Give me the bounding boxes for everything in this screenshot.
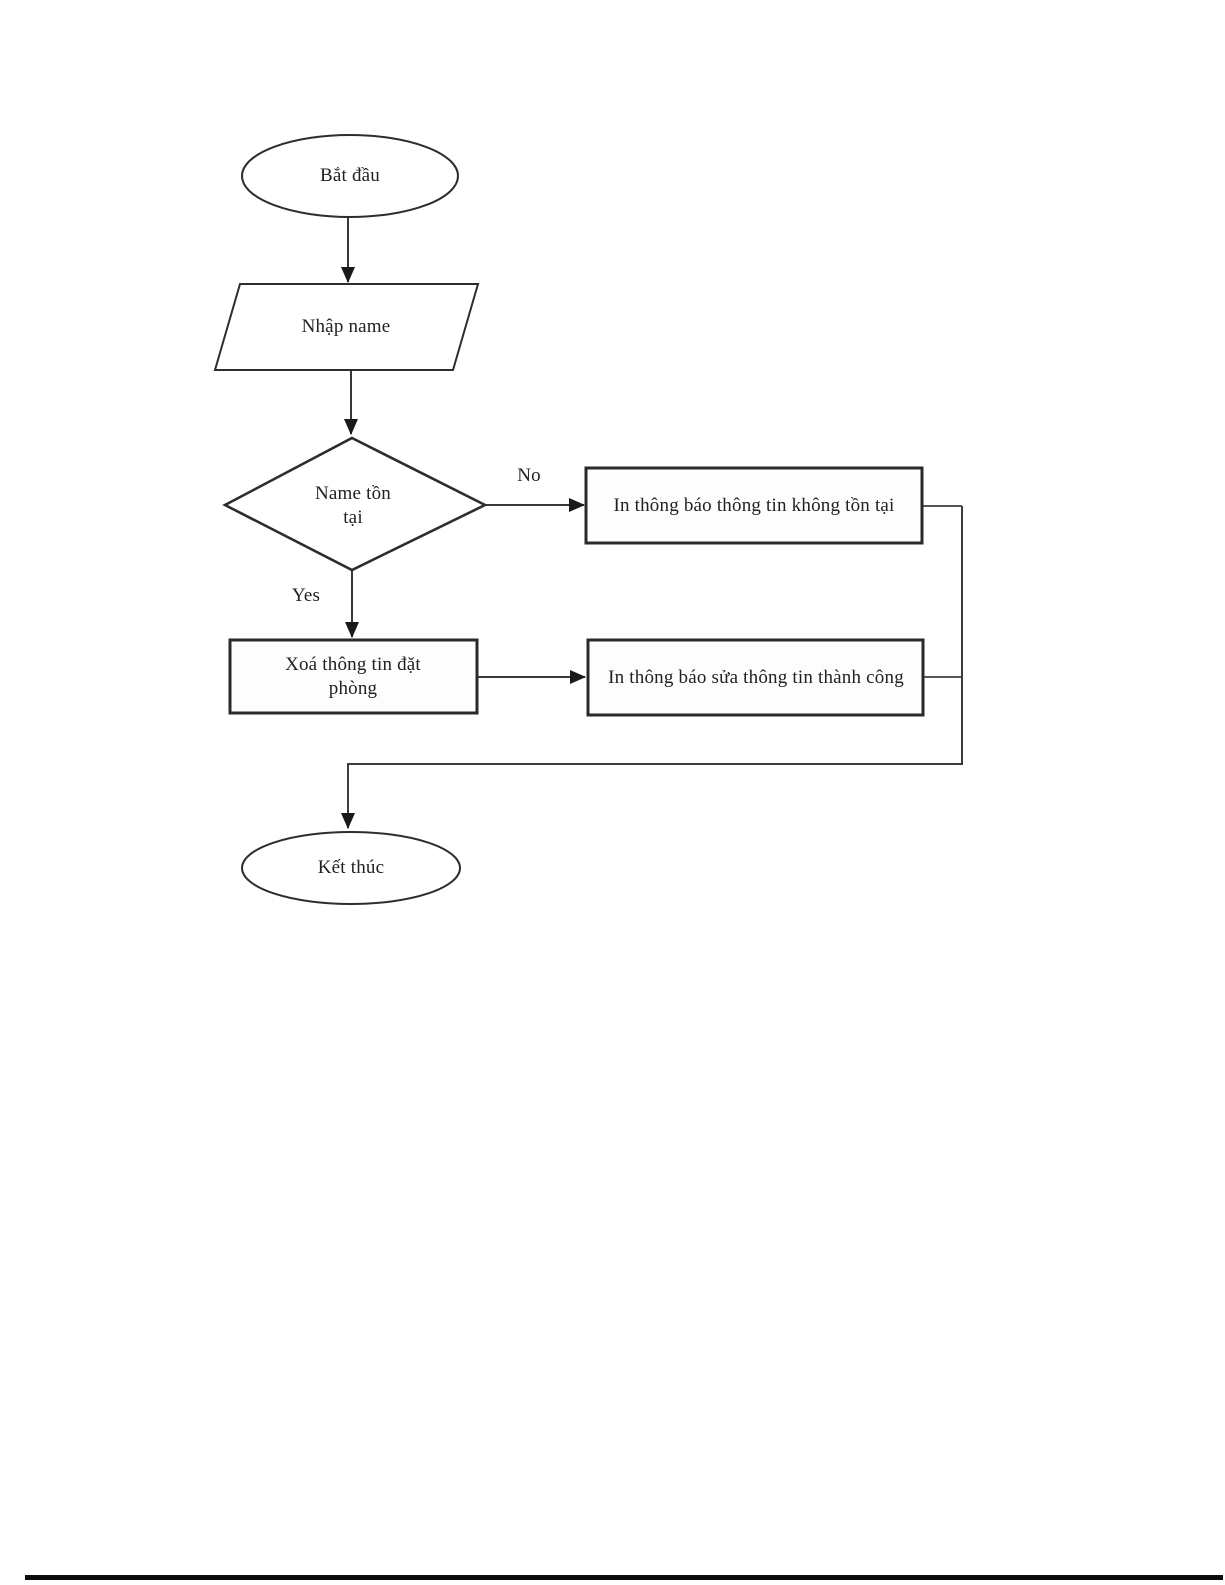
input-name-label: Nhập name [301,316,391,338]
edge-merge-to-end [341,506,963,829]
edge-no-label: No [517,465,541,487]
input-io-parallelogram-shape [213,283,480,371]
start-label: Bắt đầu [320,165,380,187]
edge-yes-label: Yes [291,585,321,607]
end-label: Kết thúc [317,857,385,879]
process-notexist-label: In thông báo thông tin không tồn tại [613,494,895,516]
page-bottom-rule [25,1575,1223,1580]
decision-label: Name tồn tại [315,483,391,528]
decision-diamond-shape [222,436,488,572]
end-terminator-shape [241,831,461,905]
process-editsuccess-label: In thông báo sửa thông tin thành công [608,666,904,688]
process-notexist-shape [584,466,924,545]
process-editsuccess-shape [586,638,925,717]
process-delete-shape [228,638,479,715]
process-delete-label: Xoá thông tin đặt phòng [285,653,421,699]
start-terminator-shape [241,134,459,218]
